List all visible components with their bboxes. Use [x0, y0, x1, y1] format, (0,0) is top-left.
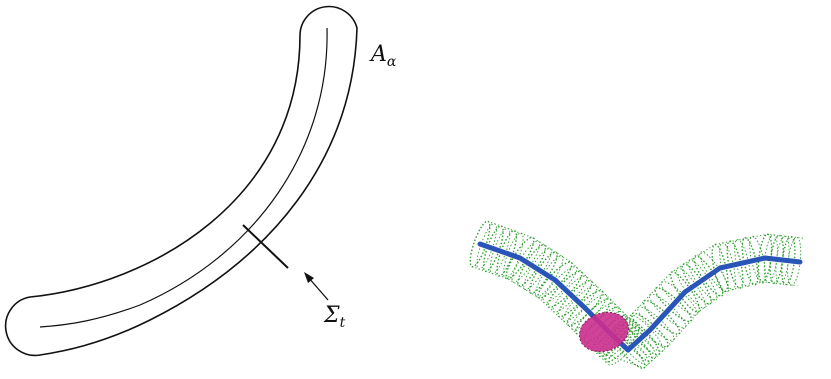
- tube-diagram: Aα Σt: [4, 5, 397, 357]
- svg-text:Σt: Σt: [323, 303, 346, 331]
- section-label-subscript: t: [340, 315, 346, 331]
- cross-section-disc: [579, 311, 629, 353]
- tube-surface-mesh: [469, 220, 803, 369]
- cross-section-line: [242, 224, 289, 269]
- tube-label: A: [369, 42, 387, 67]
- rendered-tube: [469, 220, 803, 369]
- surface-hull: [471, 266, 798, 369]
- tube-centerline: [39, 27, 328, 328]
- section-arrow: [307, 276, 329, 301]
- tube-outline: [4, 5, 358, 357]
- tube-label-subscript: α: [387, 54, 397, 70]
- svg-text:Aα: Aα: [369, 42, 397, 70]
- section-label: Σ: [323, 303, 340, 328]
- tube-centerline-3d: [477, 241, 803, 353]
- section-arrowhead: [304, 272, 314, 283]
